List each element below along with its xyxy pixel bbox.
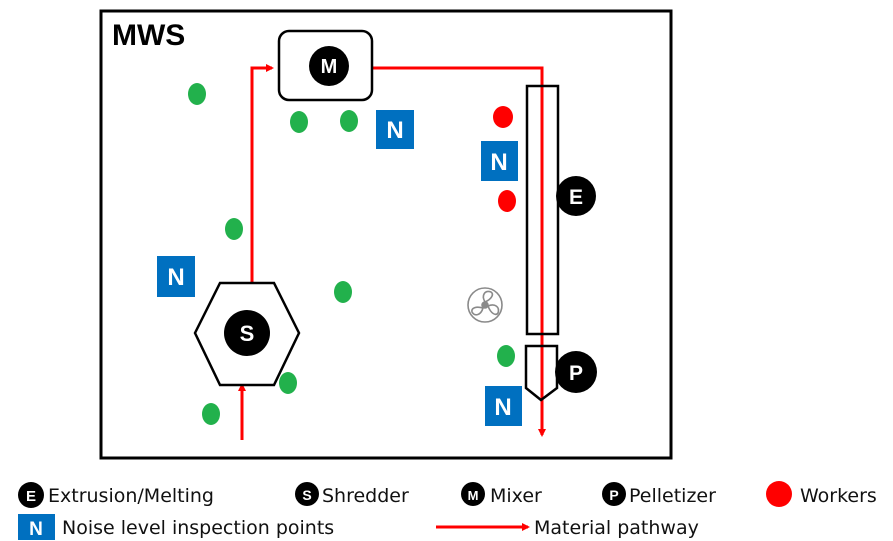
noise-point-label: N [494,394,511,421]
legend-noise-symbol: N [29,519,43,540]
legend-shredder-symbol: S [302,487,311,503]
extrusion-badge [556,176,596,216]
green-marker [334,281,352,303]
fan-icon [467,287,503,323]
pathway-shredder-to-mixer [250,64,274,285]
green-marker [188,83,206,105]
mixer-badge-text: M [321,56,338,78]
worker-marker [493,106,513,128]
legend-extrusion-symbol: E [26,488,36,505]
legend-item-workers: Workers [766,481,877,507]
noise-points: N N N N [157,110,522,426]
legend-shredder-label: Shredder [322,485,409,507]
green-marker [290,111,308,133]
facility-title: MWS [112,19,185,52]
green-marker [497,345,515,367]
legend-pelletizer-symbol: P [609,487,618,503]
noise-point-label: N [167,264,184,291]
noise-point-label: N [386,117,403,144]
legend-item-extrusion: E Extrusion/Melting [18,482,214,508]
green-marker [279,372,297,394]
legend-noise-label: Noise level inspection points [62,517,334,539]
legend-item-mixer: M Mixer [461,482,542,507]
green-markers [188,83,515,425]
shredder-badge [224,310,270,356]
noise-point [485,386,522,426]
pelletizer-badge [555,351,597,393]
legend-pelletizer-label: Pelletizer [629,485,716,507]
legend-noise-box [18,514,55,540]
pelletizer-machine: P [524,344,597,402]
shredder-machine: S [193,281,301,387]
legend-item-pelletizer: P Pelletizer [602,482,716,507]
noise-point-label: N [490,149,507,176]
legend-mixer-label: Mixer [490,485,542,507]
facility-boundary [99,9,673,460]
legend-item-noise: N Noise level inspection points [18,514,334,540]
legend: E Extrusion/Melting S Shredder M Mixer P… [18,481,877,540]
worker-marker [498,190,516,212]
noise-point [376,110,414,149]
extrusion-machine: E [525,84,596,336]
workers [493,106,516,212]
shredder-badge-text: S [240,321,255,346]
green-marker [340,110,358,132]
legend-item-pathway: Material pathway [436,517,699,539]
legend-worker-dot [766,481,792,507]
pathway-mixer-to-outlet [372,66,546,437]
legend-mixer-symbol: M [468,488,479,503]
noise-point [157,256,195,297]
noise-point [481,141,518,181]
legend-pathway-label: Material pathway [534,517,699,539]
green-marker [225,218,243,240]
mixer-badge [309,46,349,86]
mixer-machine: M [277,29,374,102]
legend-item-shredder: S Shredder [295,482,409,507]
legend-workers-label: Workers [800,485,877,507]
pelletizer-badge-text: P [569,362,583,385]
legend-extrusion-label: Extrusion/Melting [48,485,214,507]
extrusion-badge-text: E [569,186,583,209]
material-pathway [238,64,546,440]
green-marker [202,403,220,425]
